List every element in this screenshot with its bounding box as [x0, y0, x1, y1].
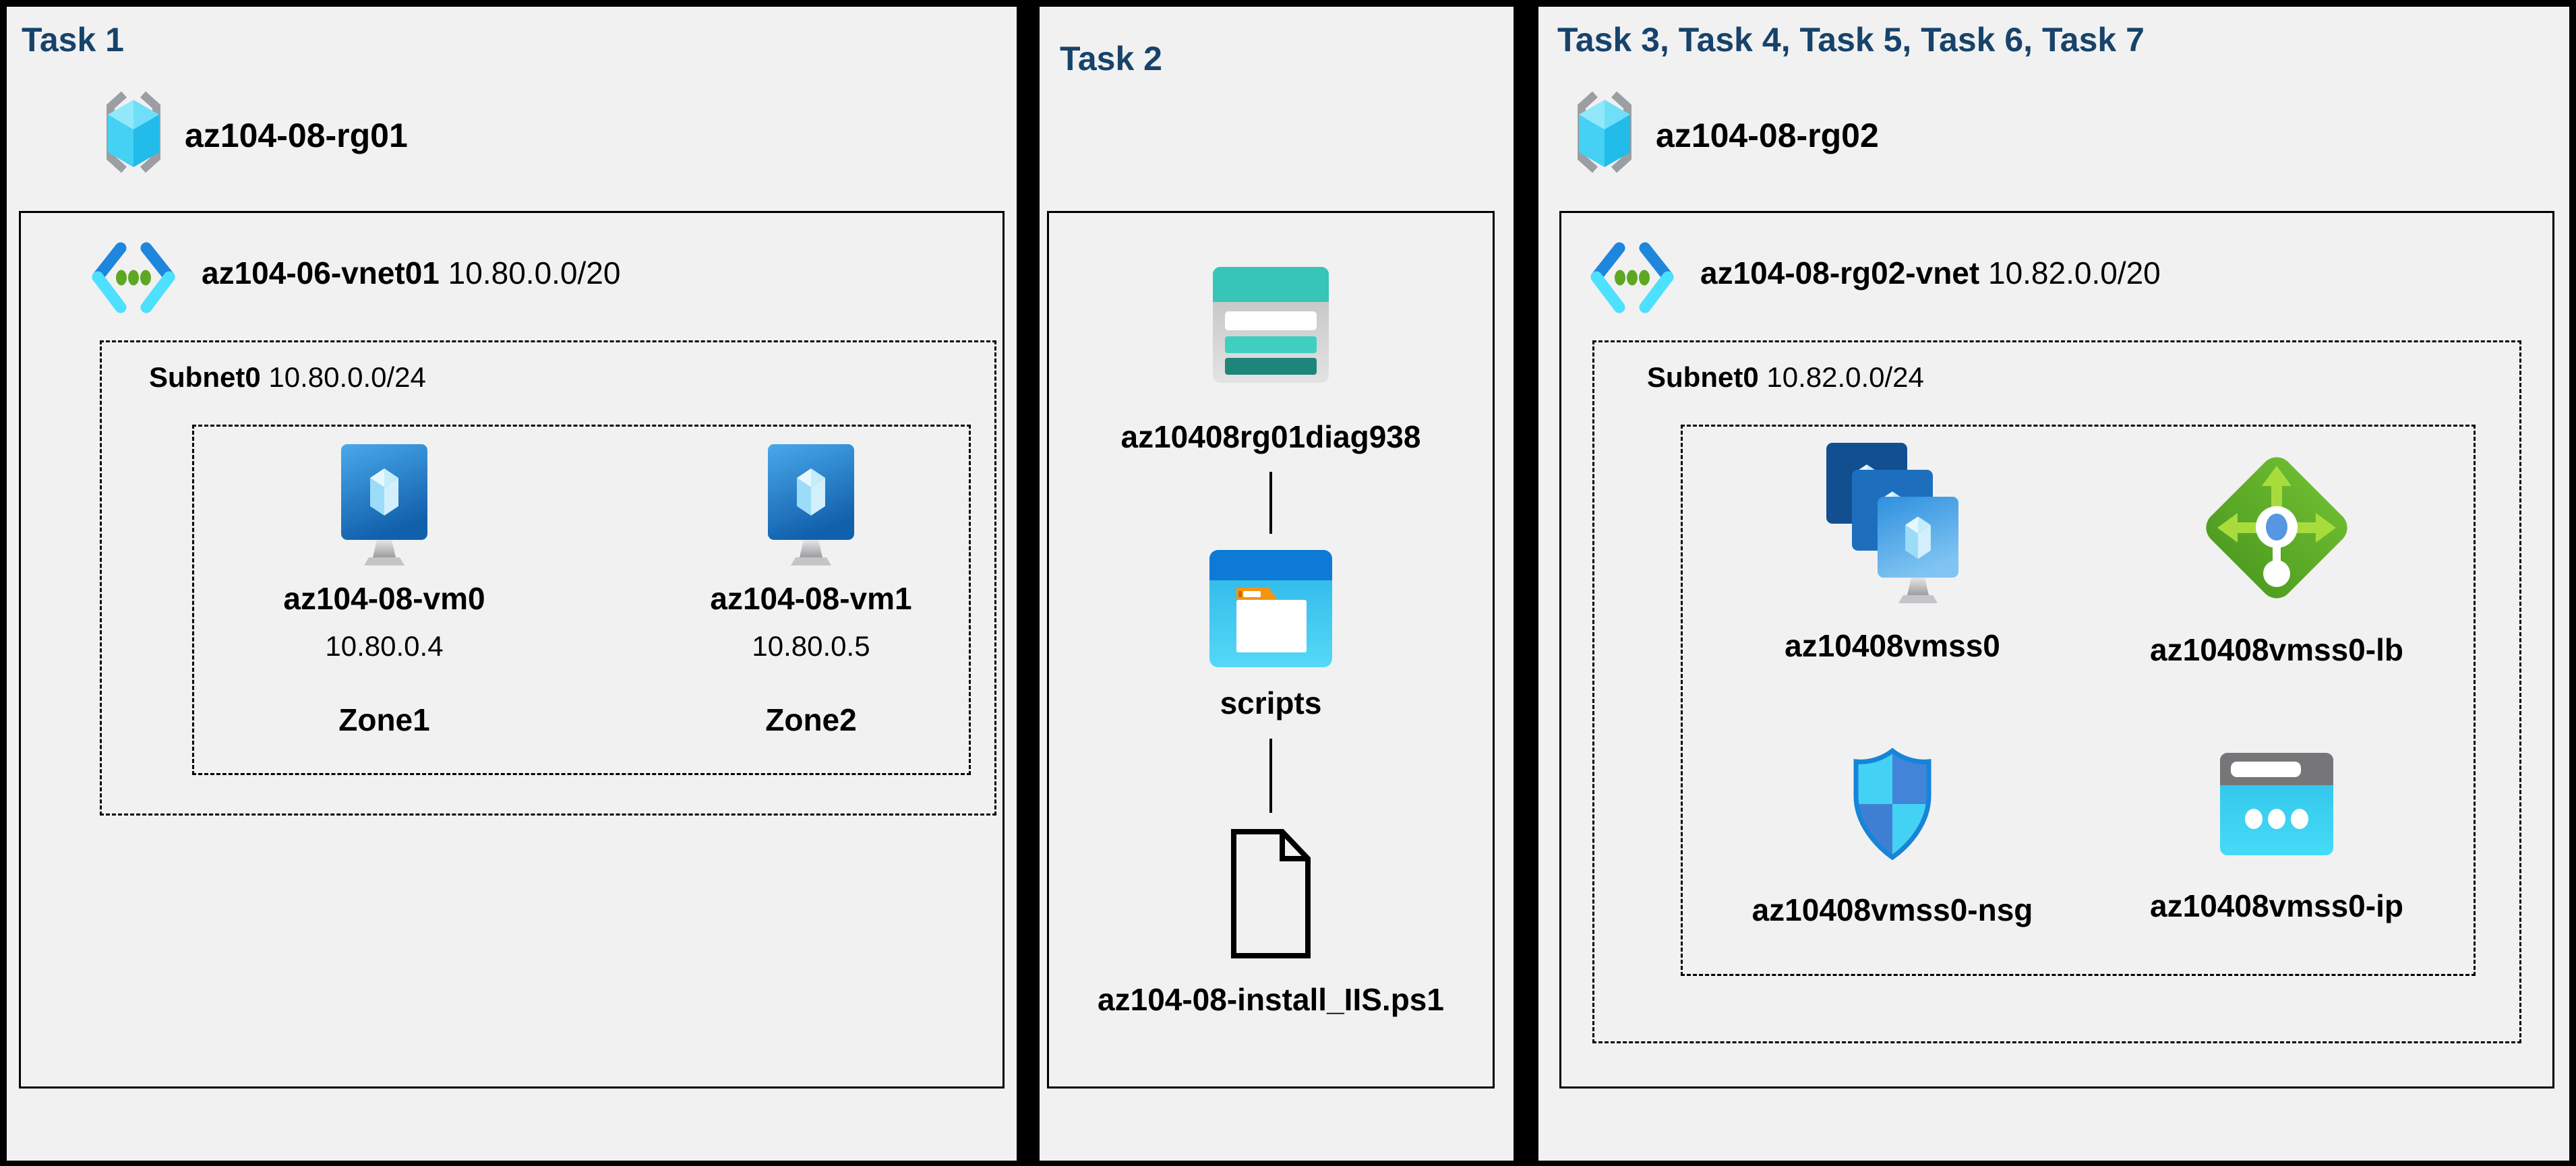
subnet-cidr: 10.80.0.0/24 — [268, 361, 426, 393]
storage-account-icon — [1213, 267, 1329, 383]
vm0-cell: az104-08-vm0 10.80.0.4 Zone1 — [229, 427, 539, 773]
virtual-machine-icon — [339, 444, 429, 574]
resource-name: az10408vmss0-nsg — [1751, 892, 2033, 927]
subnet-box: Subnet0 10.80.0.0/24 az104-08-vm0 10.80.… — [100, 340, 996, 816]
vm-ip: 10.80.0.5 — [752, 630, 870, 662]
task2-title: Task 2 — [1060, 40, 1162, 78]
vnet-name: az104-08-rg02-vnet — [1700, 255, 1980, 290]
ip-cell: az10408vmss0-ip — [2101, 731, 2452, 924]
vm-name: az104-08-vm1 — [710, 581, 912, 616]
resource-name: az10408vmss0-ip — [2150, 888, 2403, 923]
nsg-cell: az10408vmss0-nsg — [1717, 731, 2068, 928]
connector-line — [1269, 472, 1272, 534]
task3-title: Task 3, Task 4, Task 5, Task 6, Task 7 — [1557, 21, 2145, 59]
panel-task3-7: Task 3, Task 4, Task 5, Task 6, Task 7 a… — [1538, 7, 2569, 1161]
vnet-name: az104-06-vnet01 — [202, 255, 440, 290]
public-ip-icon — [2220, 753, 2333, 855]
vm-zone: Zone2 — [765, 702, 857, 737]
file-icon — [1230, 828, 1312, 960]
resource-name: az10408vmss0-lb — [2150, 632, 2403, 667]
panel-task2: Task 2 az10408rg01diag938 scripts az104-… — [1040, 7, 1514, 1161]
vnet-cidr: 10.80.0.0/20 — [448, 255, 621, 290]
container-icon-wrap — [1049, 550, 1493, 667]
vnet-box: az104-08-rg02-vnet 10.82.0.0/20 Subnet0 … — [1559, 211, 2554, 1088]
storage-account-name: az10408rg01diag938 — [1120, 419, 1421, 454]
subnet-box: Subnet0 10.82.0.0/24 az10408vmss0 az1040… — [1592, 340, 2521, 1043]
resource-name: az10408vmss0 — [1785, 628, 2000, 663]
container-name: scripts — [1220, 685, 1322, 720]
vm-scale-set-icon — [1820, 443, 1965, 615]
vnet-box: az104-06-vnet01 10.80.0.0/20 Subnet0 10.… — [19, 211, 1005, 1088]
panel-task1: Task 1 az104-08-rg01 az104-06-vnet01 10.… — [7, 7, 1017, 1161]
vnet-cidr: 10.82.0.0/20 — [1987, 255, 2161, 290]
vm-zone: Zone1 — [338, 702, 430, 737]
vm-zone-box: az104-08-vm0 10.80.0.4 Zone1 az104-08-vm… — [192, 425, 971, 775]
vm1-cell: az104-08-vm1 10.80.0.5 Zone2 — [656, 427, 966, 773]
virtual-network-icon — [91, 232, 176, 324]
resource-group-name: az104-08-rg01 — [185, 117, 408, 154]
file-icon-wrap — [1049, 828, 1493, 960]
blob-container-icon — [1209, 550, 1332, 667]
load-balancer-icon — [2199, 450, 2354, 605]
resource-group-name: az104-08-rg02 — [1656, 117, 1879, 154]
resource-group-icon — [98, 89, 169, 175]
subnet-label: Subnet0 10.80.0.0/24 — [149, 361, 426, 394]
virtual-machine-icon — [766, 444, 856, 574]
vm-name: az104-08-vm0 — [283, 581, 485, 616]
task1-title: Task 1 — [22, 21, 124, 59]
file-name: az104-08-install_IIS.ps1 — [1098, 982, 1444, 1017]
connector-line — [1269, 739, 1272, 813]
storage-icon-wrap — [1049, 267, 1493, 383]
subnet-cidr: 10.82.0.0/24 — [1766, 361, 1924, 393]
subnet-name: Subnet0 — [149, 361, 261, 393]
resource-group-icon — [1569, 89, 1640, 175]
vmss-resources-box: az10408vmss0 az10408vmss0-lb az10408vmss… — [1681, 425, 2476, 976]
vnet-label: az104-06-vnet01 10.80.0.0/20 — [202, 255, 620, 291]
lb-cell: az10408vmss0-lb — [2101, 437, 2452, 668]
vnet-label: az104-08-rg02-vnet 10.82.0.0/20 — [1700, 255, 2161, 291]
network-security-group-icon — [1848, 747, 1937, 861]
virtual-network-icon — [1590, 232, 1675, 324]
subnet-label: Subnet0 10.82.0.0/24 — [1647, 361, 1924, 394]
subnet-name: Subnet0 — [1647, 361, 1759, 393]
vm-ip: 10.80.0.4 — [325, 630, 444, 662]
storage-box: az10408rg01diag938 scripts az104-08-inst… — [1047, 211, 1495, 1088]
vmss-cell: az10408vmss0 — [1717, 437, 2068, 664]
